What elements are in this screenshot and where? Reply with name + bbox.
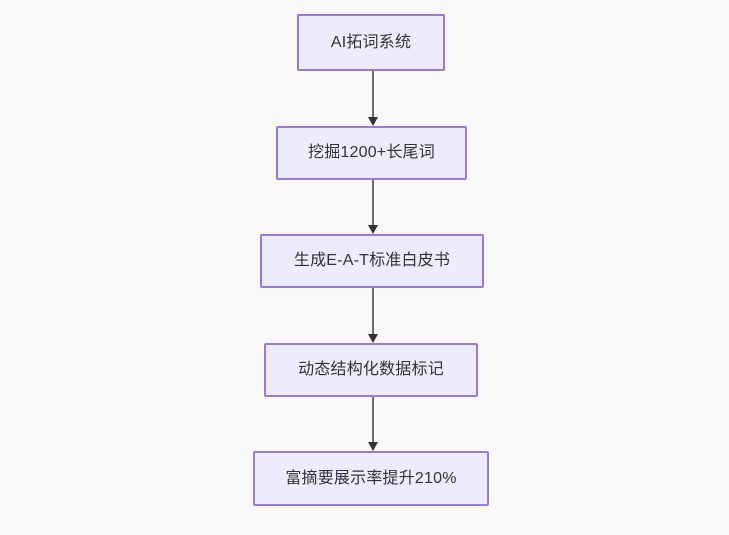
- flowchart-node-generate-eat-whitepaper[interactable]: 生成E-A-T标准白皮书: [260, 234, 484, 288]
- flowchart-connector-1: [367, 71, 379, 126]
- arrowhead-down-icon: [368, 442, 378, 451]
- connector-line: [372, 288, 374, 334]
- flowchart-node-dynamic-structured-data-markup[interactable]: 动态结构化数据标记: [264, 343, 478, 397]
- flowchart-node-label: 动态结构化数据标记: [298, 361, 444, 379]
- flowchart-node-label: 生成E-A-T标准白皮书: [293, 252, 451, 270]
- connector-line: [372, 397, 374, 442]
- flowchart-connector-4: [367, 397, 379, 451]
- flowchart-node-label: 挖掘1200+长尾词: [308, 144, 435, 162]
- flowchart-node-mine-longtail-keywords[interactable]: 挖掘1200+长尾词: [276, 126, 467, 180]
- flowchart-connector-3: [367, 288, 379, 343]
- connector-line: [372, 180, 374, 225]
- flowchart-node-label: 富摘要展示率提升210%: [285, 469, 457, 487]
- connector-line: [372, 71, 374, 117]
- flowchart-connector-2: [367, 180, 379, 234]
- flowchart-node-ai-keyword-system[interactable]: AI拓词系统: [297, 14, 445, 71]
- arrowhead-down-icon: [368, 117, 378, 126]
- flowchart-node-rich-snippet-impression-lift[interactable]: 富摘要展示率提升210%: [253, 451, 489, 506]
- arrowhead-down-icon: [368, 225, 378, 234]
- arrowhead-down-icon: [368, 334, 378, 343]
- flowchart-node-label: AI拓词系统: [330, 33, 412, 51]
